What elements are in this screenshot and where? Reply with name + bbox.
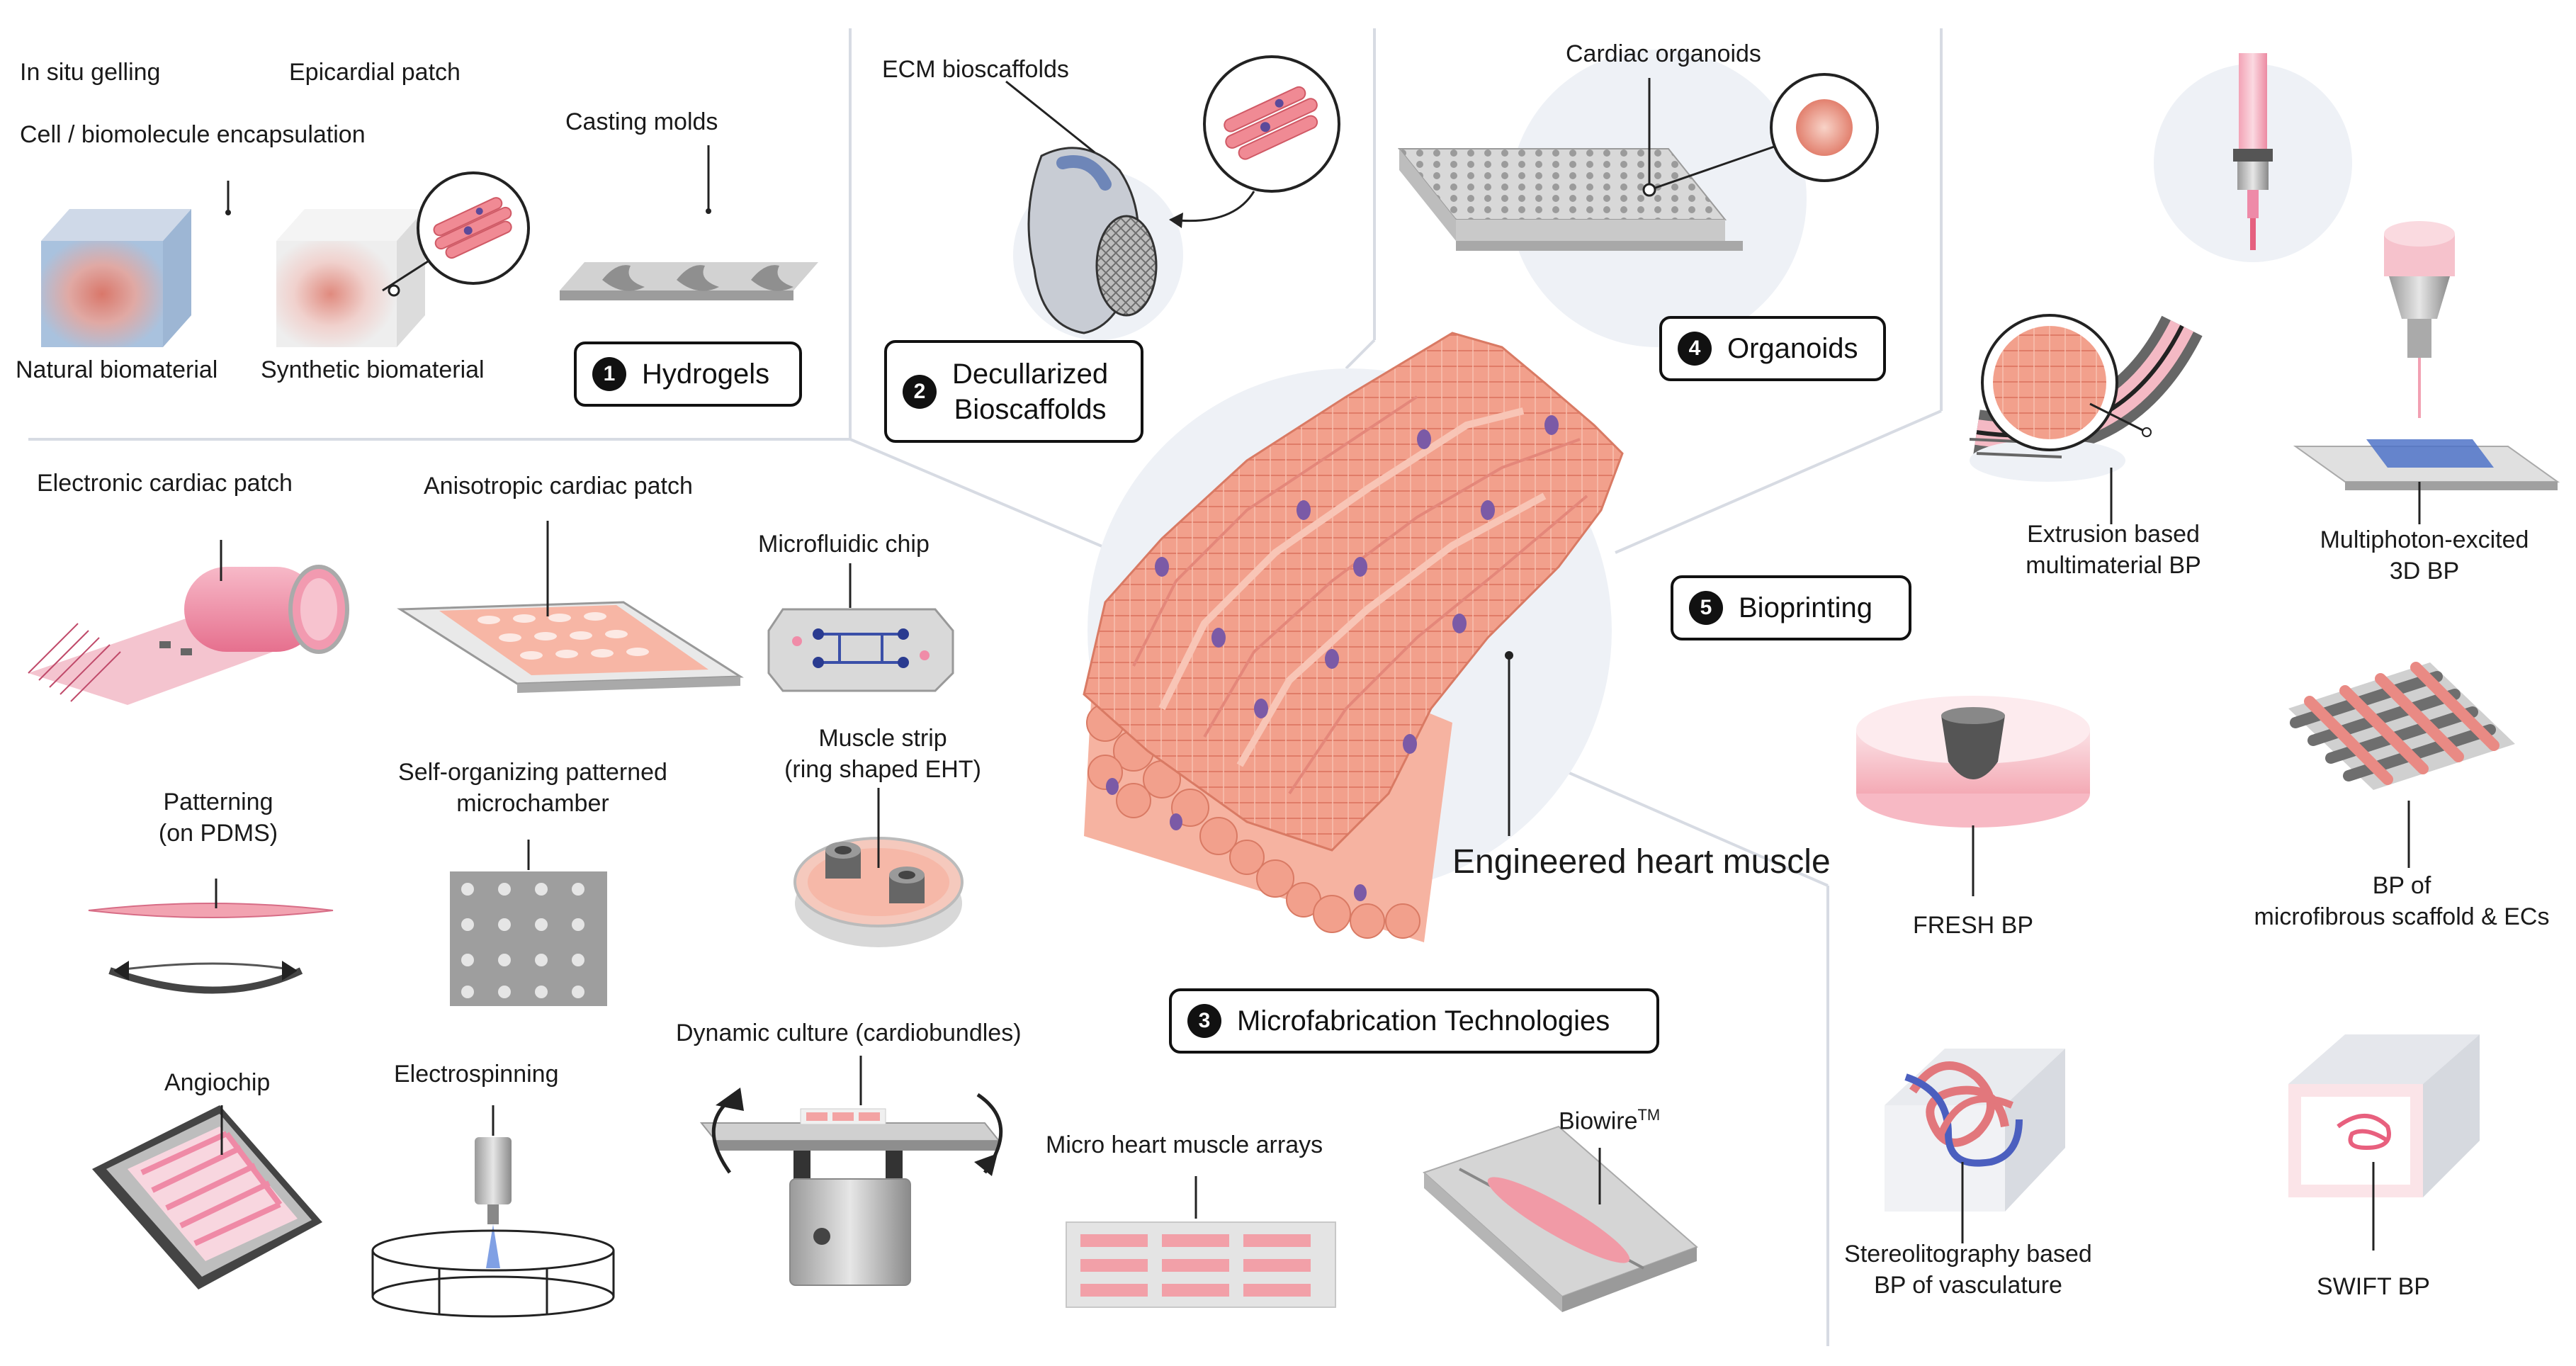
microfluidic-chip (767, 563, 954, 692)
label-cardiac-organoids: Cardiac organoids (1566, 40, 1761, 67)
section-dividers (28, 28, 1943, 1346)
center-label: Engineered heart muscle (1452, 843, 1831, 881)
label-swift-bp: SWIFT BP (2317, 1273, 2430, 1300)
natural-biomaterial-cube (41, 209, 191, 347)
bioprinter-nozzle-top (2233, 53, 2273, 250)
label-anisotropic-patch: Anisotropic cardiac patch (424, 473, 693, 499)
self-organizing-microchamber (450, 840, 607, 1006)
dynamic-culture-shaker (699, 1056, 1003, 1286)
anisotropic-cardiac-patch (397, 521, 744, 693)
swift-bp (2288, 1034, 2480, 1251)
decell-zoom-circle (1169, 55, 1340, 228)
label-line: multimaterial BP (2026, 552, 2201, 579)
fresh-bp (1856, 696, 2090, 896)
section-title: Hydrogels (642, 359, 770, 390)
label-self-organizing: Self-organizing patterned microchamber (398, 757, 667, 819)
label-microfluidic-chip: Microfluidic chip (758, 531, 930, 558)
section-badge-microfabrication: 3 Microfabrication Technologies (1169, 988, 1659, 1054)
electronic-cardiac-patch (28, 540, 349, 705)
label-micro-arrays: Micro heart muscle arrays (1046, 1131, 1323, 1158)
label-line: 3D BP (2389, 558, 2460, 585)
angiochip (92, 1105, 322, 1289)
decellularized-heart (1005, 80, 1158, 334)
label-encapsulation: Cell / biomolecule encapsulation (20, 121, 366, 148)
micro-heart-muscle-arrays (1066, 1176, 1336, 1308)
section-number: 2 (903, 374, 937, 409)
label-line: BP of (2372, 872, 2431, 899)
label-casting-molds: Casting molds (565, 108, 718, 135)
label-electronic-patch: Electronic cardiac patch (37, 470, 293, 497)
label-in-situ-gelling: In situ gelling (20, 59, 161, 86)
section-badge-organoids: 4 Organoids (1659, 316, 1886, 381)
muscle-strip-dish (793, 788, 964, 947)
label-fresh-bp: FRESH BP (1912, 912, 2034, 939)
synthetic-biomaterial-cube (276, 209, 439, 347)
label-line: Self-organizing patterned (398, 759, 667, 786)
label-line: Extrusion based (2027, 521, 2200, 548)
label-stereolithography-bp: Stereolitography based BP of vasculature (1844, 1238, 2092, 1301)
section-title: Microfabrication Technologies (1237, 1005, 1610, 1037)
section-number: 4 (1678, 332, 1712, 366)
label-natural-biomaterial: Natural biomaterial (16, 356, 218, 383)
label-line: microfibrous scaffold & ECs (2254, 903, 2550, 930)
label-dynamic-culture: Dynamic culture (cardiobundles) (676, 1020, 1022, 1046)
section-badge-hydrogels: 1 Hydrogels (574, 342, 802, 407)
section-title-line1: Decullarized (952, 358, 1109, 390)
label-line: Patterning (163, 789, 273, 815)
section-number: 3 (1187, 1004, 1221, 1038)
casting-molds (560, 145, 818, 300)
hydrogel-cell-zoom-circle (417, 171, 530, 285)
heart-muscle-tissue (1083, 332, 1624, 942)
label-line: Muscle strip (818, 725, 947, 752)
section-title: Bioprinting (1739, 592, 1873, 623)
section-badge-bioprinting: 5 Bioprinting (1671, 575, 1911, 640)
label-synthetic-biomaterial: Synthetic biomaterial (261, 356, 485, 383)
label-muscle-strip: Muscle strip (ring shaped EHT) (784, 723, 981, 785)
trademark: TM (1637, 1106, 1661, 1124)
label-multiphoton-bp: Multiphoton-excited 3D BP (2320, 524, 2529, 587)
label-microfibrous-bp: BP of microfibrous scaffold & ECs (2254, 870, 2550, 932)
patterning-pdms (88, 879, 334, 994)
label-angiochip: Angiochip (164, 1069, 271, 1096)
multiphoton-3d-bp (2293, 221, 2560, 524)
label-line: (ring shaped EHT) (784, 756, 981, 783)
stereolithography-bp (1885, 1049, 2065, 1243)
label-epicardial-patch: Epicardial patch (289, 59, 461, 86)
section-number: 1 (592, 357, 626, 391)
well-plate (1397, 78, 1779, 251)
electrospinning (371, 1105, 615, 1318)
section-badge-decellularized: 2 Decullarized Bioscaffolds (884, 340, 1143, 443)
label-patterning: Patterning (on PDMS) (159, 786, 278, 849)
label-line: (on PDMS) (158, 820, 278, 847)
section-title-line2: Bioscaffolds (954, 393, 1107, 425)
label-line: Stereolitography based (1844, 1241, 2092, 1268)
label-text: Biowire (1559, 1107, 1638, 1135)
label-line: BP of vasculature (1874, 1272, 2062, 1299)
extrusion-multimaterial-bp (1969, 314, 2203, 524)
label-extrusion-bp: Extrusion based multimaterial BP (2026, 519, 2201, 581)
section-number: 5 (1689, 591, 1723, 625)
microfibrous-scaffold-bp (2288, 662, 2515, 868)
label-line: Multiphoton-excited (2320, 526, 2529, 553)
label-ecm-bioscaffolds: ECM bioscaffolds (882, 56, 1069, 83)
label-line: microchamber (456, 790, 609, 817)
section-title: Organoids (1727, 333, 1858, 364)
organoid-zoom-circle (1770, 73, 1879, 182)
biowire (1423, 1125, 1698, 1312)
label-biowire: BiowireTM (1559, 1100, 1660, 1136)
label-electrospinning: Electrospinning (394, 1061, 559, 1088)
